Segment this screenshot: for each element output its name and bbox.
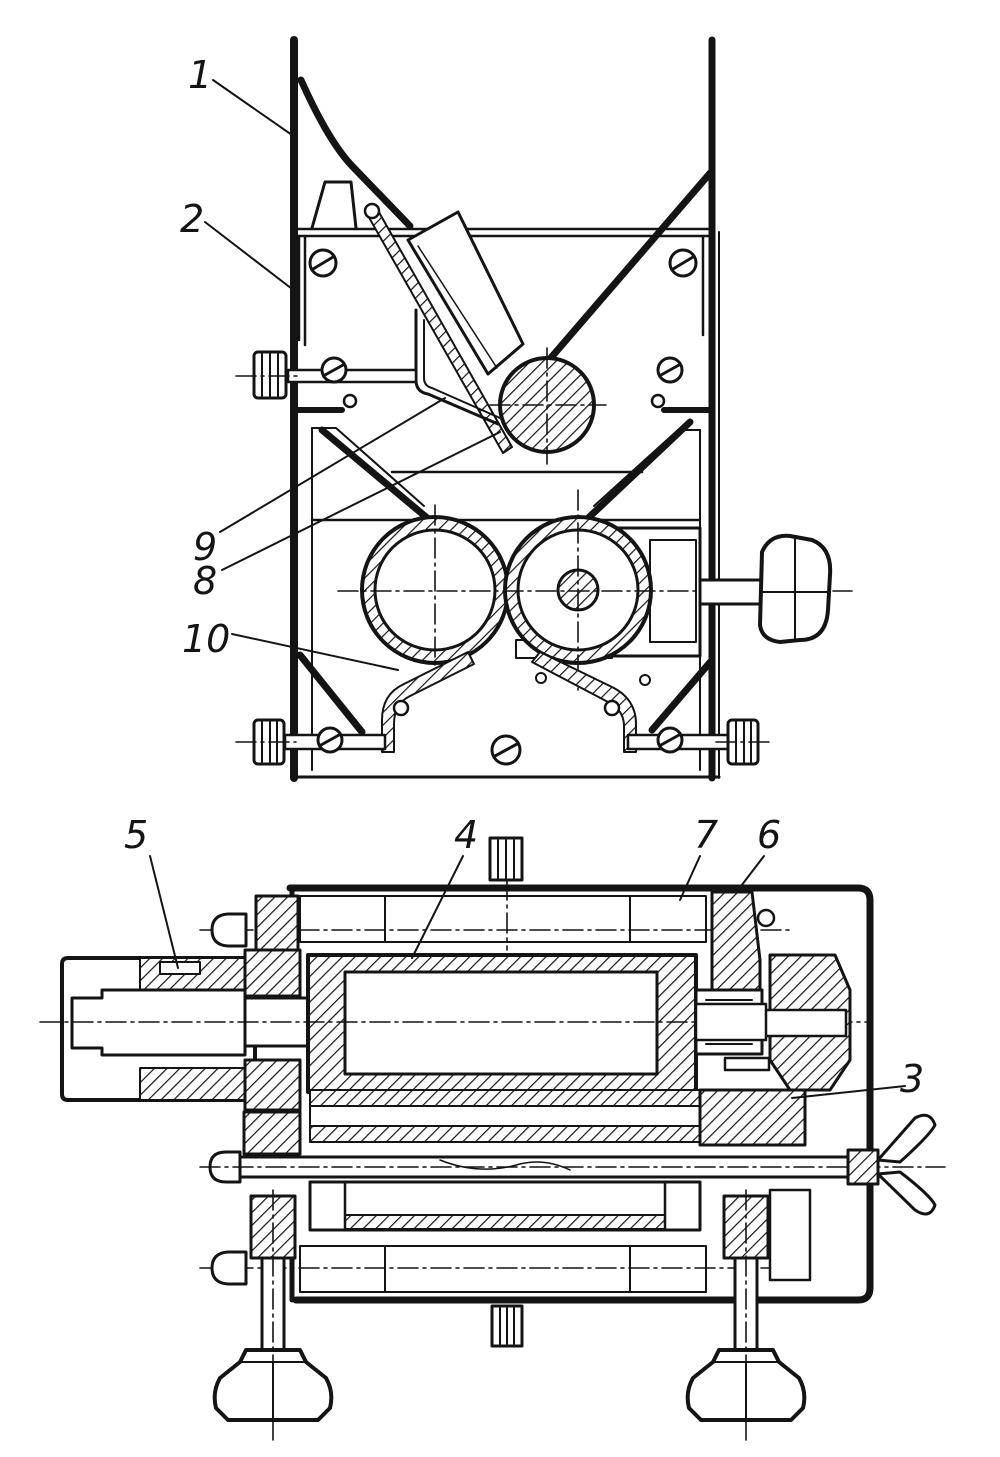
callout-label-2: 2	[180, 197, 204, 241]
upper-screw-right	[668, 248, 698, 278]
callout-label-3: 3	[900, 1057, 924, 1101]
leader-line-7	[679, 855, 701, 901]
screw-slot	[323, 363, 345, 377]
locating-hole-left	[535, 672, 547, 684]
lower-guide-left	[318, 426, 436, 526]
hopper-left-wall	[297, 76, 414, 230]
leader-line-3	[791, 1085, 906, 1099]
screw-slot	[311, 255, 335, 271]
end-flange-bolt	[756, 908, 776, 928]
lower-roller-ends	[343, 1180, 667, 1232]
leader-line-6	[737, 855, 765, 891]
top-adjust-nut	[488, 836, 524, 882]
nut-knurling	[499, 1307, 515, 1345]
leader-line-10	[231, 633, 399, 671]
screw-slot	[659, 363, 681, 377]
casing-outline	[286, 884, 874, 1304]
upper-tie-bar	[299, 895, 707, 943]
gate-adjust-screw-rod	[286, 368, 418, 384]
wing-nut-body	[846, 1148, 880, 1186]
leader-line-4	[411, 855, 464, 959]
drive-housing-thread	[159, 961, 201, 975]
leader-line-8	[221, 431, 501, 571]
end-bearing-race	[705, 999, 753, 1045]
discharge-guide-right	[648, 656, 716, 734]
feed-gate-block-edge	[417, 245, 498, 369]
callout-label-9: 9	[193, 525, 217, 569]
support-leg-right	[685, 1189, 807, 1441]
screw-slot	[659, 733, 681, 747]
lower-tie-bar-joints	[384, 1245, 631, 1293]
middle-screw-right	[656, 356, 684, 384]
grinding-roller-cavity	[343, 970, 659, 1076]
gate-adjust-bracket-inner	[423, 319, 501, 419]
screw-slot	[493, 742, 519, 758]
spring-hook-left	[342, 393, 358, 409]
lower-end-bracket-block	[768, 1188, 812, 1282]
wing-nut	[846, 1113, 937, 1216]
locating-hole-right	[639, 674, 651, 686]
callout-label-5: 5	[124, 813, 148, 857]
callout-label-1: 1	[188, 53, 212, 97]
middle-screw-left	[320, 356, 348, 384]
upper-tie-bar-joints	[384, 895, 631, 943]
lower-acorn-nut	[210, 1250, 248, 1286]
lower-roller-wall	[344, 1214, 666, 1230]
feed-gate-block	[406, 210, 525, 376]
hopper-support-block	[310, 180, 358, 230]
callout-label-7: 7	[694, 813, 718, 857]
screw-slot	[671, 255, 695, 271]
hopper-right-wall	[545, 168, 715, 364]
bottom-adjust-nut	[490, 1304, 524, 1348]
top-view-cross-section	[235, 36, 853, 782]
roller-sleeve-gap	[309, 1105, 703, 1127]
callout-label-10: 10	[182, 617, 230, 661]
gear-key	[723, 1056, 771, 1072]
side-plate-left	[297, 234, 307, 347]
lower-screw-center	[490, 734, 522, 766]
screw-slot	[319, 733, 341, 747]
callouts: 1 2 9 8 10 5 4 7 6 3	[124, 53, 924, 1101]
nut-knurling	[497, 839, 515, 879]
bottom-view-longitudinal-section	[39, 836, 946, 1441]
feed-roller	[498, 356, 596, 454]
gate-adjust-knob-knurling	[261, 353, 279, 397]
discharge-guide-left	[296, 651, 366, 736]
clamping-rod-break	[439, 1159, 571, 1171]
leader-line-1	[212, 79, 293, 136]
lower-screw-right	[656, 726, 684, 754]
callout-label-4: 4	[454, 813, 478, 857]
support-leg-left	[212, 1189, 334, 1441]
roller-sleeve-upper	[309, 1089, 703, 1107]
spring-hook-right	[650, 393, 666, 409]
leader-line-9	[219, 397, 446, 533]
feed-gate-hinge	[363, 202, 381, 220]
feed-roller-axis	[489, 347, 607, 465]
scraper-pivot-left	[392, 699, 410, 717]
drive-housing-lower-wall	[139, 1067, 256, 1101]
drive-coupling-flange-upper	[243, 948, 302, 998]
wing-nut-upper-wing	[876, 1113, 937, 1164]
lower-tie-bar	[299, 1245, 707, 1293]
leader-line-2	[204, 221, 297, 293]
end-shaft-stub	[694, 1002, 768, 1042]
wing-nut-lower-wing	[876, 1170, 937, 1216]
upper-mounting-plate	[296, 227, 713, 238]
lower-flange-left	[242, 1110, 302, 1156]
lower-screw-left	[316, 726, 344, 754]
end-flange	[710, 890, 762, 1002]
scraper-right	[531, 651, 637, 753]
lower-end-bracket	[698, 1088, 807, 1147]
scraper-pivot-right	[603, 699, 621, 717]
upper-acorn-nut	[210, 912, 248, 948]
gap-adjust-knob-lobe-line	[761, 537, 830, 641]
callout-label-8: 8	[193, 559, 217, 603]
gap-adjust-rod	[698, 578, 764, 606]
drive-gear-shaft	[758, 1008, 848, 1038]
upper-screw-left	[308, 248, 338, 278]
leader-line-5	[149, 855, 179, 969]
callout-label-6: 6	[757, 813, 781, 857]
drive-coupling-flange-lower	[243, 1058, 302, 1112]
